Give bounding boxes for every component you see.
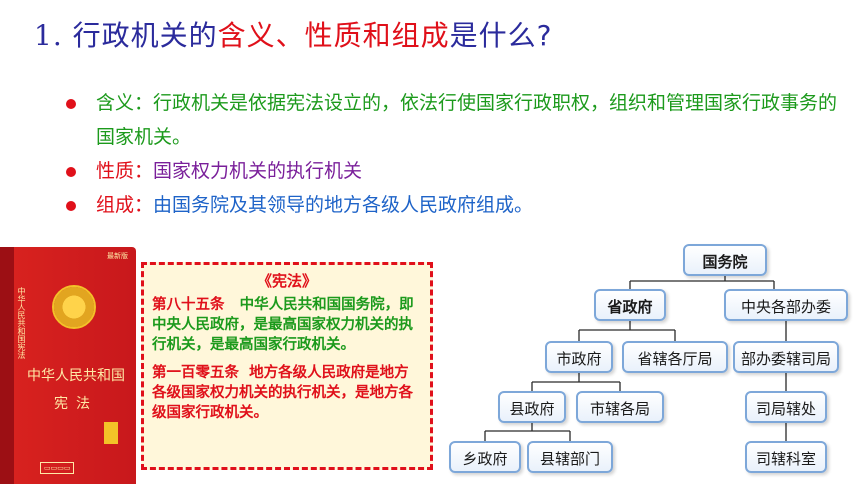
constitution-heading: 《宪法》 [256,272,317,290]
book-title: 中华人民共和国 [27,368,125,384]
book-spine-text: 中华人民共和国宪法 [17,287,26,359]
title-part2: 是什么? [449,19,553,52]
article-85-text: 中华人民共和国国务院，即中央人民政府，是最高国家权力机关的执行机关，是最高国家行… [152,297,414,353]
bullet-composition: 组成：由国务院及其领导的地方各级人民政府组成。 [62,188,842,222]
page-title: 1. 行政机关的含义、性质和组成是什么? [34,14,553,54]
org-node-county: 县政府 [498,391,566,423]
title-highlight: 含义、性质和组成 [217,19,450,52]
bullet-dot-icon [66,201,76,211]
bullet-nature: 性质：国家权力机关的执行机关 [62,154,842,188]
article-105-label: 第一百零五条 [152,365,239,381]
article-85-label: 第八十五条 [152,297,225,313]
bullet-nature-text: 国家权力机关的执行机关 [153,160,363,182]
bullet-nature-label: 性质： [96,160,154,182]
title-number: 1. [34,19,63,52]
book-spine [0,247,14,484]
article-85: 第八十五条 中华人民共和国国务院，即中央人民政府，是最高国家权力机关的执行机关，… [152,295,422,355]
bullet-dot-icon [66,99,76,109]
org-node-divisions: 司局辖处 [745,391,827,423]
title-part1: 行政机关的 [72,19,218,52]
book-subtitle: 宪法 [54,396,98,412]
org-node-sections: 司辖科室 [745,441,827,473]
book-badge: 最新版 [107,252,128,260]
org-node-central-ministries: 中央各部办委 [724,289,848,321]
org-node-township: 乡政府 [449,441,521,473]
org-node-province-bureaus: 省辖各厅局 [622,341,728,373]
constitution-quote-box: 《宪法》 第八十五条 中华人民共和国国务院，即中央人民政府，是最高国家权力机关的… [141,262,433,470]
org-node-city-bureaus: 市辖各局 [576,391,664,423]
org-node-province: 省政府 [594,289,666,321]
national-emblem-icon [52,285,96,329]
article-105-text: 地方各级人民政府是地方各级国家权力机关的执行机关，是地方各级国家行政机关。 [152,365,413,421]
org-node-state-council: 国务院 [683,244,767,276]
book-seal-icon [104,422,118,444]
bullet-meaning: 含义：行政机关是依据宪法设立的，依法行使国家行政职权，组织和管理国家行政事务的国… [62,86,842,154]
org-node-city: 市政府 [545,341,613,373]
org-node-ministry-bureaus: 部办委辖司局 [733,341,839,373]
constitution-book-image: 中华人民共和国宪法 最新版 中华人民共和国 宪法 ▭▭▭▭ [0,247,136,484]
article-105: 第一百零五条 地方各级人民政府是地方各级国家权力机关的执行机关，是地方各级国家行… [152,363,422,423]
bullet-meaning-text: 含义：行政机关是依据宪法设立的，依法行使国家行政职权，组织和管理国家行政事务的国… [96,92,838,148]
bullet-dot-icon [66,167,76,177]
book-publisher-icon: ▭▭▭▭ [40,462,75,474]
bullet-composition-label: 组成： [96,194,154,216]
bullet-composition-text: 由国务院及其领导的地方各级人民政府组成。 [153,194,534,216]
org-node-county-departments: 县辖部门 [527,441,613,473]
bullet-list: 含义：行政机关是依据宪法设立的，依法行使国家行政职权，组织和管理国家行政事务的国… [62,86,842,222]
